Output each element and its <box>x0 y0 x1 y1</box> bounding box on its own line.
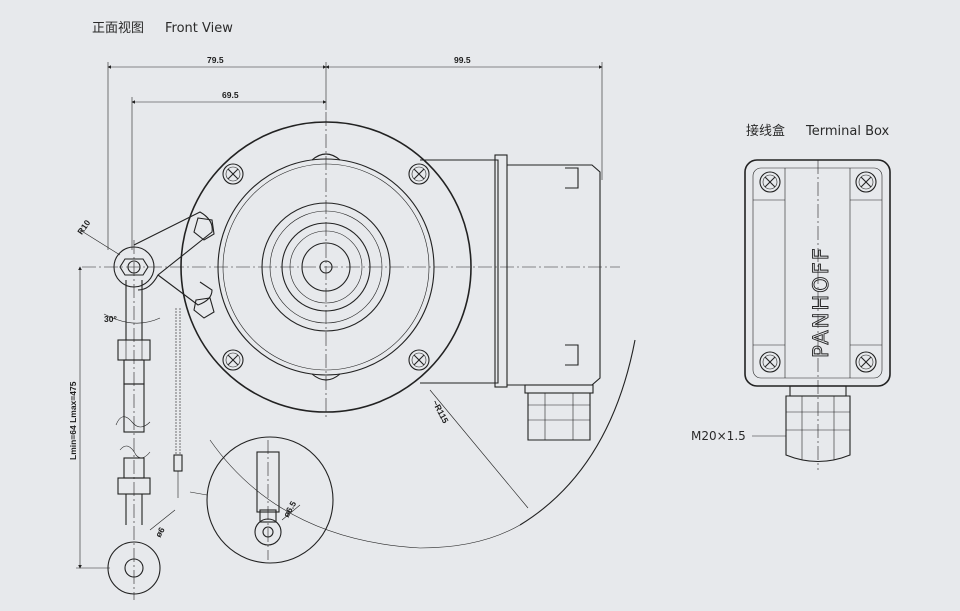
dim-79-5: 79.5 <box>207 55 224 65</box>
cable-bracket: R10 30° <box>75 211 215 324</box>
screw-icon <box>759 351 781 373</box>
dim-angle-30: 30° <box>104 314 117 324</box>
terminal-box-title-cn: 接线盒 <box>746 123 785 139</box>
dim-99-5: 99.5 <box>454 55 471 65</box>
screw-icon <box>855 351 877 373</box>
brand-logo: PANHOFF <box>809 246 833 358</box>
screw-icon <box>855 171 877 193</box>
dim-69-5: 69.5 <box>222 90 239 100</box>
cable-assembly: ø6 Lmin=64 Lmax=475 <box>68 266 176 595</box>
screw-icon <box>222 349 244 371</box>
encoder-housing <box>180 121 601 441</box>
thread-label: M20×1.5 <box>691 429 746 443</box>
terminal-box-title-en: Terminal Box <box>805 124 890 139</box>
lead-wire <box>173 308 183 498</box>
screw-icon <box>759 171 781 193</box>
terminal-box: PANHOFF M20×1.5 <box>691 159 891 470</box>
screw-icon <box>408 163 430 185</box>
screw-icon <box>222 163 244 185</box>
dim-length: Lmin=64 Lmax=475 <box>68 381 78 460</box>
front-view-title-cn: 正面视图 <box>92 21 144 36</box>
dim-hole-6: ø6 <box>153 525 167 539</box>
front-view-title-en: Front View <box>165 21 233 36</box>
top-dimensions: 79.5 99.5 69.5 <box>107 55 603 250</box>
cable-exit-arc: ~R115 <box>209 339 636 549</box>
cable-detail: ø6.5 <box>189 436 334 564</box>
dim-r10: R10 <box>75 218 92 237</box>
screw-icon <box>408 349 430 371</box>
